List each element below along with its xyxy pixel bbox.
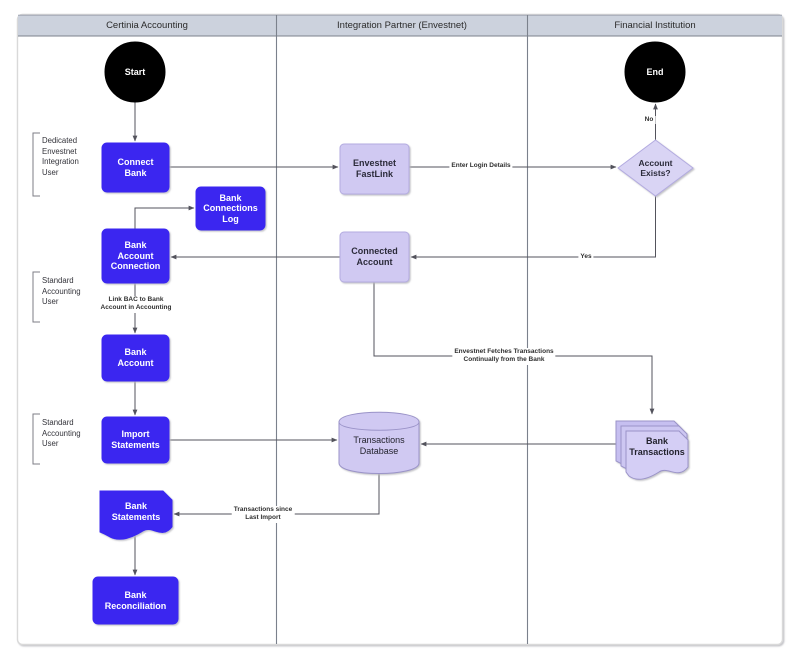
node-bank-connections-log[interactable] bbox=[195, 186, 266, 231]
lane-header-band bbox=[18, 15, 782, 36]
edge-bank-account-connection-to-log bbox=[134, 205, 195, 229]
node-bank-account-connection[interactable] bbox=[101, 228, 170, 284]
node-connect-bank[interactable] bbox=[101, 142, 170, 193]
lane-title-financial-institution: Financial Institution bbox=[614, 20, 696, 31]
annotation-standard-accounting-user-2: Standard Accounting User bbox=[42, 418, 81, 449]
edge-label-transactions-since-last-import: Transactions since Last Import bbox=[231, 506, 295, 523]
annotation-dedicated-envestnet-user: Dedicated Envestnet Integration User bbox=[42, 136, 79, 177]
lane-title-envestnet: Integration Partner (Envestnet) bbox=[337, 20, 467, 31]
diagram-frame bbox=[16, 13, 784, 646]
node-bank-reconciliation[interactable] bbox=[92, 576, 179, 625]
lane-title-certinia: Certinia Accounting bbox=[106, 20, 188, 31]
node-bank-account[interactable] bbox=[101, 334, 170, 382]
edge-label-yes: Yes bbox=[578, 253, 594, 262]
node-transactions-database[interactable] bbox=[338, 411, 420, 474]
edge-label-link-bac: Link BAC to Bank Account in Accounting bbox=[98, 296, 174, 313]
node-bank-statements[interactable] bbox=[99, 490, 173, 540]
node-connected-account[interactable] bbox=[339, 231, 410, 283]
edge-label-enter-login-details: Enter Login Details bbox=[449, 162, 513, 171]
node-account-exists-decision[interactable] bbox=[617, 139, 694, 197]
node-bank-transactions[interactable] bbox=[615, 420, 689, 480]
node-end[interactable] bbox=[624, 41, 686, 103]
bracket-dedicated-envestnet-user bbox=[32, 132, 40, 197]
edge-label-envestnet-fetches: Envestnet Fetches Transactions Continual… bbox=[452, 348, 556, 365]
bracket-standard-accounting-user-2 bbox=[32, 413, 40, 465]
edge-account-exists-to-connected-account bbox=[410, 196, 656, 260]
annotation-standard-accounting-user-1: Standard Accounting User bbox=[42, 276, 81, 307]
bracket-standard-accounting-user-1 bbox=[32, 271, 40, 323]
node-import-statements[interactable] bbox=[101, 416, 170, 464]
node-envestnet-fastlink[interactable] bbox=[339, 143, 410, 195]
edge-label-no: No bbox=[642, 116, 656, 125]
node-start[interactable] bbox=[104, 41, 166, 103]
